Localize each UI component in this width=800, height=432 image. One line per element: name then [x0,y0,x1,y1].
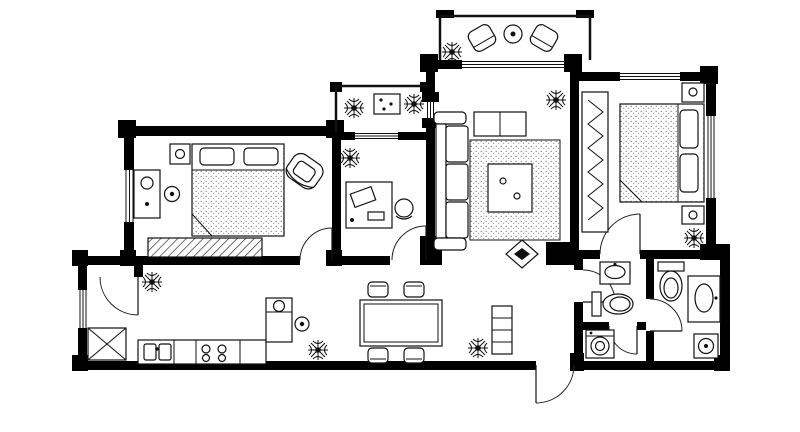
desk [345,181,393,229]
windows [79,61,715,328]
coffee-table [487,163,533,213]
study-door [391,225,427,261]
living-top-window [462,61,564,68]
shelf-unit [491,305,513,355]
bedroom-right-top-window [620,73,680,80]
side-table [373,93,401,115]
study-balcony-rail [334,84,430,132]
room-hallway [87,271,513,365]
bedroom-left-window [125,170,134,222]
balcony-armchair [527,21,561,55]
vanity-sink [687,275,721,323]
sink-counter [599,261,631,285]
double-bed [191,143,285,237]
toilet [591,291,634,317]
plant-icon [683,227,705,249]
balcony-rails [334,14,592,132]
bar-counter [265,297,293,343]
water-heater [693,333,719,359]
washing-machine [585,329,615,359]
plant-icon [403,93,425,115]
bedroom-right-door [599,213,641,255]
plant-icon [343,97,365,119]
bedroom-left-door [299,227,333,261]
room-living [433,89,567,269]
closet-x [87,327,127,361]
tv-console [473,111,527,137]
sofa [433,111,469,251]
nightstand-lamp [169,143,191,165]
bar-stool [294,316,310,332]
room-living-balcony [441,21,561,63]
room-study-balcony [343,93,425,119]
armchair [282,149,328,193]
round-table [503,24,523,44]
plant-icon [141,271,163,293]
hatched-dresser [147,237,263,258]
dining-chairs [367,281,425,364]
wardrobe [581,91,609,233]
stool [163,185,181,203]
entry-door [535,364,575,404]
dining-table [359,299,443,347]
stove-burners [201,344,227,363]
hall-window [79,290,87,328]
columns [72,10,730,371]
living-balcony-rail [438,14,592,60]
bidet [657,261,685,302]
nightstand [681,205,705,225]
double-bed [619,103,705,203]
nightstand [681,82,705,103]
bedroom-right-side-window [707,116,715,198]
study-balcony-window [355,133,398,139]
plant-icon [545,89,567,111]
floor-medallion [505,239,539,269]
balcony-armchair [465,21,499,55]
plant-icon [467,337,489,359]
desk-chair [394,198,414,220]
vestibule-door [99,276,139,316]
plant-icon [441,41,463,63]
vanity-desk [133,169,161,219]
room-bedroom-right [581,82,705,249]
plant-icon [307,339,329,361]
room-study [339,147,414,229]
kitchen-sink [143,343,172,361]
kitchen-counter [137,339,267,365]
plant-icon [339,147,361,169]
bathroom-inner-door [649,298,683,332]
room-bedroom-left [133,143,328,258]
doors [99,213,683,404]
room-bathroom [585,261,721,359]
